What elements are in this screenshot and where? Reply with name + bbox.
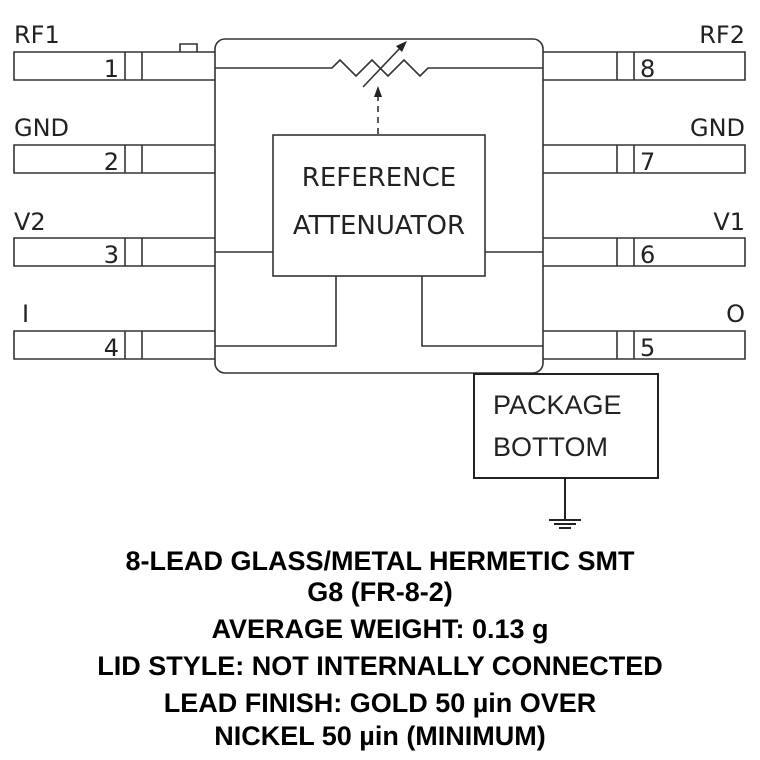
lead-3: V2 3 <box>13 208 215 269</box>
pin-label-rf1: RF1 <box>14 21 60 49</box>
i-wire <box>215 276 337 347</box>
bottom-label: BOTTOM <box>493 432 608 462</box>
lead-5: O 5 <box>543 300 746 362</box>
package-body <box>214 38 544 374</box>
lead-6: V1 6 <box>543 208 746 269</box>
caption-line-nickel: NICKEL 50 µin (MINIMUM) <box>214 721 546 751</box>
caption-line-lead-finish: LEAD FINISH: GOLD 50 µin OVER <box>163 688 597 718</box>
lead-2: GND 2 <box>13 114 215 176</box>
reference-label: REFERENCE <box>302 163 456 193</box>
pinout-diagram: RF1 1 GND 2 V2 3 I 4 RF2 8 GND 7 V1 6 O … <box>13 21 746 529</box>
pin-number-5: 5 <box>640 334 655 362</box>
pin-label-v2: V2 <box>14 208 46 236</box>
lead-4: I 4 <box>13 300 215 362</box>
variable-arrow-icon <box>362 41 407 88</box>
package-bottom-block <box>473 373 659 479</box>
pin-label-rf2: RF2 <box>699 21 745 49</box>
pin-number-3: 3 <box>104 241 119 269</box>
pin-number-8: 8 <box>640 55 655 83</box>
pin-label-gnd-right: GND <box>690 114 745 142</box>
reference-attenuator-block <box>272 134 486 277</box>
pin-number-1: 1 <box>104 55 119 83</box>
caption-line-weight: AVERAGE WEIGHT: 0.13 g <box>211 614 549 644</box>
pin-label-i: I <box>22 300 29 328</box>
package-label: PACKAGE <box>493 390 622 420</box>
ground-icon <box>549 478 581 529</box>
caption-line-lid-style: LID STYLE: NOT INTERNALLY CONNECTED <box>97 651 663 681</box>
attenuator-label: ATTENUATOR <box>293 211 465 241</box>
variable-attenuator-resistor <box>215 58 543 78</box>
pin-label-gnd-left: GND <box>14 114 69 142</box>
pin-number-7: 7 <box>640 148 655 176</box>
pin-number-2: 2 <box>104 148 119 176</box>
pin1-notch <box>179 43 198 52</box>
package-caption: 8-LEAD GLASS/METAL HERMETIC SMT G8 (FR-8… <box>0 543 760 755</box>
lead-1: RF1 1 <box>13 21 215 83</box>
lead-8: RF2 8 <box>543 21 746 83</box>
caption-line-package-code: G8 (FR-8-2) <box>307 577 453 607</box>
o-wire <box>421 276 543 347</box>
caption-line-package-type: 8-LEAD GLASS/METAL HERMETIC SMT <box>125 546 635 576</box>
pin-label-o: O <box>726 300 745 328</box>
pin-number-4: 4 <box>104 334 119 362</box>
pin-label-v1: V1 <box>713 208 745 236</box>
pin-number-6: 6 <box>640 241 655 269</box>
lead-7: GND 7 <box>543 114 746 176</box>
control-dashed-arrow <box>374 86 382 134</box>
